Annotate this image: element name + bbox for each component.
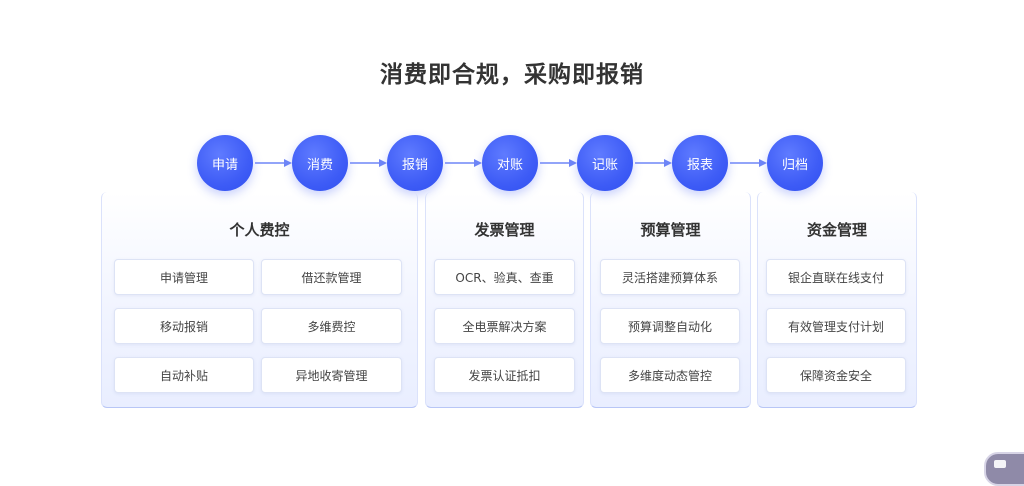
step-reimburse: 报销 bbox=[387, 135, 443, 191]
card-payment-plan: 有效管理支付计划 bbox=[766, 308, 906, 344]
arrow-right-icon bbox=[540, 159, 577, 167]
step-archive: 归档 bbox=[767, 135, 823, 191]
panel-invoice-management: 发票管理 OCR、验真、查重 全电票解决方案 发票认证抵扣 bbox=[425, 192, 584, 408]
card-e-invoice-solution: 全电票解决方案 bbox=[434, 308, 575, 344]
panel-title: 个人费控 bbox=[229, 221, 290, 239]
card-dynamic-control: 多维度动态管控 bbox=[600, 357, 740, 393]
panel-title: 预算管理 bbox=[640, 221, 701, 239]
card-mobile-reimbursement: 移动报销 bbox=[114, 308, 254, 344]
arrow-right-icon bbox=[730, 159, 767, 167]
step-consume: 消费 bbox=[292, 135, 348, 191]
card-fund-security: 保障资金安全 bbox=[766, 357, 906, 393]
card-ocr-verification: OCR、验真、查重 bbox=[434, 259, 575, 295]
arrow-right-icon bbox=[635, 159, 672, 167]
card-automatic-allowance: 自动补贴 bbox=[114, 357, 254, 393]
card-budget-adjustment-automation: 预算调整自动化 bbox=[600, 308, 740, 344]
card-invoice-certification: 发票认证抵扣 bbox=[434, 357, 575, 393]
step-reconcile: 对账 bbox=[482, 135, 538, 191]
panel-expense-control: 个人费控 申请管理 借还款管理 移动报销 多维费控 自动补贴 异地收寄管理 bbox=[101, 192, 418, 408]
arrow-right-icon bbox=[445, 159, 482, 167]
card-bank-direct-payment: 银企直联在线支付 bbox=[766, 259, 906, 295]
step-bookkeeping: 记账 bbox=[577, 135, 633, 191]
card-loan-repayment-management: 借还款管理 bbox=[261, 259, 402, 295]
card-application-management: 申请管理 bbox=[114, 259, 254, 295]
panel-budget-management: 预算管理 灵活搭建预算体系 预算调整自动化 多维度动态管控 bbox=[590, 192, 751, 408]
panel-title: 资金管理 bbox=[806, 221, 867, 239]
step-report: 报表 bbox=[672, 135, 728, 191]
step-apply: 申请 bbox=[197, 135, 253, 191]
card-remote-mail-management: 异地收寄管理 bbox=[261, 357, 402, 393]
panel-fund-management: 资金管理 银企直联在线支付 有效管理支付计划 保障资金安全 bbox=[757, 192, 917, 408]
card-multi-dimension-control: 多维费控 bbox=[261, 308, 402, 344]
arrow-right-icon bbox=[350, 159, 387, 167]
page-title: 消费即合规，采购即报销 bbox=[380, 62, 644, 88]
widget-icon bbox=[994, 460, 1006, 468]
arrow-right-icon bbox=[255, 159, 292, 167]
floating-widget-button[interactable] bbox=[984, 452, 1024, 486]
panel-title: 发票管理 bbox=[474, 221, 535, 239]
card-flexible-budget-system: 灵活搭建预算体系 bbox=[600, 259, 740, 295]
process-steps: 申请 消费 报销 对账 记账 报表 归档 bbox=[0, 135, 1024, 191]
